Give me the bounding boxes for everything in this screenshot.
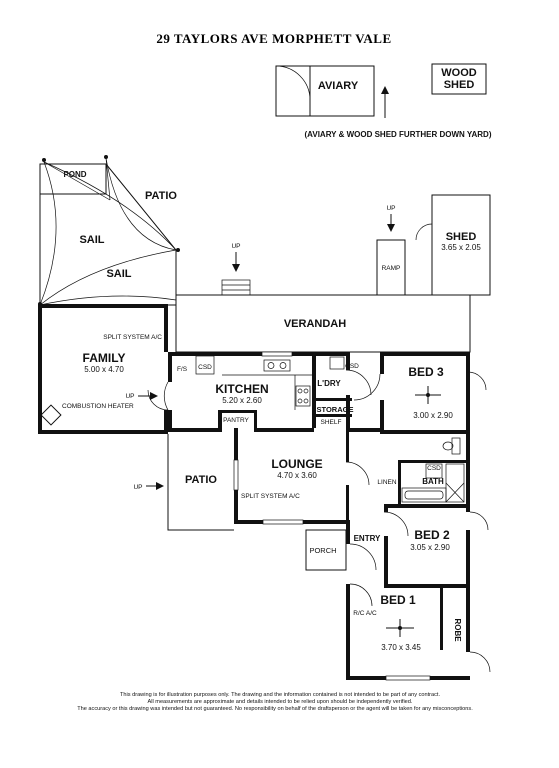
lounge-dim: 4.70 x 3.60: [277, 471, 317, 480]
aviary-label: AVIARY: [318, 80, 359, 92]
shed-dim: 3.65 x 2.05: [441, 243, 481, 252]
family-dim: 5.00 x 4.70: [84, 365, 124, 374]
shed: SHED 3.65 x 2.05 RAMP UP: [376, 194, 491, 296]
shelf-label: SHELF: [321, 419, 342, 426]
bed3-dim: 3.00 x 2.90: [413, 411, 453, 420]
cooktop-icon: [295, 385, 311, 407]
outbuildings-note: (AVIARY & WOOD SHED FURTHER DOWN YARD): [305, 130, 492, 139]
wood-shed-label-2: SHED: [444, 79, 475, 91]
aviary: AVIARY: [275, 65, 375, 117]
csd-ldry-label: CSD: [345, 363, 359, 370]
plan-title: 29 TAYLORS AVE MORPHETT VALE: [156, 31, 391, 46]
bath-label: BATH: [422, 477, 444, 486]
disclaimer-line-2: All measurements are approximate and det…: [148, 699, 413, 705]
bathtub-icon: [401, 463, 465, 503]
up-top-label: UP: [231, 243, 240, 250]
bed1-dim: 3.70 x 3.45: [381, 643, 421, 652]
combustion-heater-label: COMBUSTION HEATER: [62, 403, 134, 410]
entry-label: ENTRY: [354, 534, 381, 543]
kitchen-dim: 5.20 x 2.60: [222, 396, 262, 405]
disclaimer-line-1: This drawing is for illustration purpose…: [120, 692, 441, 698]
bottom-patio: PATIO UP PORCH: [133, 434, 347, 571]
rc-ac-label: R/C A/C: [353, 610, 377, 617]
fs-label: F/S: [177, 366, 188, 373]
shed-label: SHED: [446, 231, 477, 243]
up-shed-label: UP: [386, 205, 395, 212]
ramp-label: RAMP: [382, 265, 401, 272]
linen-label: LINEN: [377, 479, 396, 486]
split-ac-lounge: SPLIT SYSTEM A/C: [241, 493, 300, 500]
bed2-dim: 3.05 x 2.90: [410, 543, 450, 552]
bed2-label: BED 2: [414, 528, 450, 542]
porch-label: PORCH: [309, 546, 336, 555]
aviary-arrow: [381, 86, 389, 118]
bed1-label: BED 1: [380, 593, 416, 607]
ceiling-fan-icon-bed1: [386, 619, 414, 637]
ceiling-fan-icon: [415, 386, 441, 404]
bed3-label: BED 3: [408, 365, 444, 379]
verandah-label: VERANDAH: [284, 318, 346, 330]
up-family-label: UP: [125, 393, 134, 400]
wood-shed: WOOD SHED: [431, 63, 487, 95]
storage-label: STORAGE: [317, 405, 354, 414]
csd-kitchen-label: CSD: [198, 364, 212, 371]
robe-label: ROBE: [453, 618, 462, 642]
verandah-steps: UP: [221, 243, 251, 296]
family-label: FAMILY: [83, 351, 126, 365]
toilet-icon: [442, 437, 461, 455]
lounge-label: LOUNGE: [271, 457, 322, 471]
ldry-label: L'DRY: [317, 379, 341, 388]
pond-label: POND: [63, 170, 86, 179]
patio-top-label: PATIO: [145, 190, 177, 202]
combustion-heater-icon: [40, 404, 62, 426]
csd-bath-label: CSD: [427, 465, 441, 472]
sail-label-1: SAIL: [79, 234, 104, 246]
patio-bottom-label: PATIO: [185, 474, 217, 486]
split-ac-family: SPLIT SYSTEM A/C: [103, 334, 162, 341]
sail-area: POND PATIO SAIL SAIL: [38, 155, 180, 306]
doors: [147, 369, 491, 673]
kitchen-label: KITCHEN: [215, 382, 268, 396]
disclaimer-line-3: The accuracy or this drawing was intende…: [77, 706, 473, 712]
kitchen-sink-icon: [263, 359, 291, 372]
up-patio-label: UP: [133, 484, 142, 491]
windows: [233, 351, 431, 681]
wood-shed-label-1: WOOD: [441, 67, 476, 79]
sail-label-2: SAIL: [106, 268, 131, 280]
pantry-label: PANTRY: [223, 417, 249, 424]
